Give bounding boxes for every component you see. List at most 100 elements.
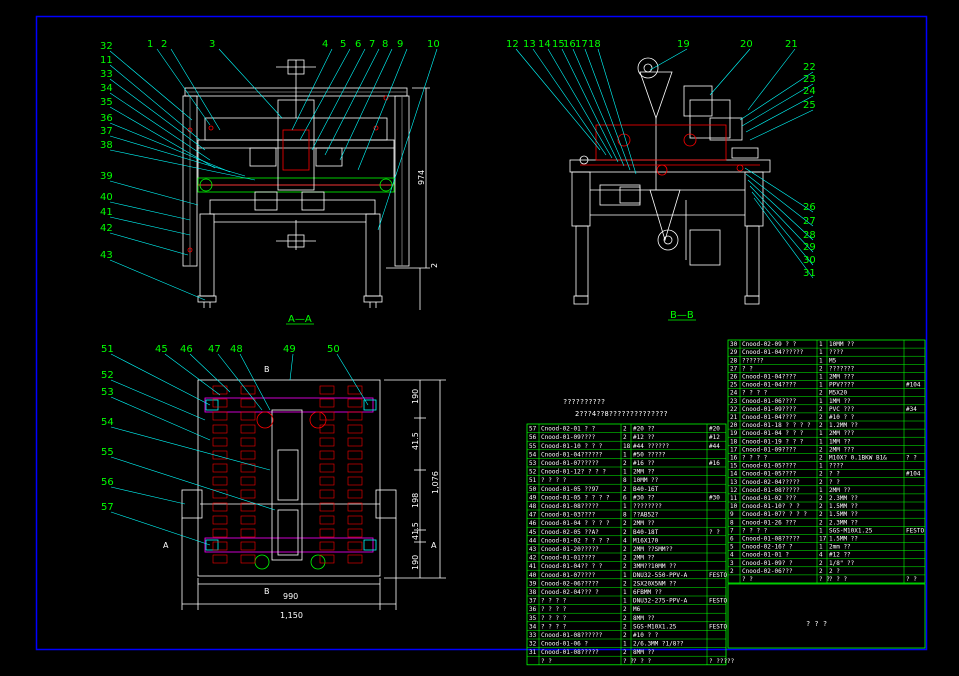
bom-cell: Cnood-01-04 ? ? ? ? — [541, 520, 610, 527]
bom-cell: 45 — [529, 529, 537, 536]
bom-cell: 1MM ?? — [829, 398, 851, 405]
leader-line — [753, 197, 814, 279]
bom-cell: Cnood-01-06 ? — [541, 641, 588, 648]
plan-tile — [212, 489, 228, 499]
part-label: 20 — [740, 39, 753, 50]
part-label: 6 — [355, 39, 361, 50]
leader-lines — [109, 48, 814, 546]
part-label: 24 — [803, 86, 816, 97]
bom-cell: Cnood-01-04???? — [742, 382, 797, 389]
view-aa — [182, 59, 430, 310]
plan-tile — [240, 515, 256, 525]
bom-cell: ? ? — [623, 658, 634, 665]
bom-cell: Cnood-01-08????? — [742, 487, 800, 494]
bom-cell: 2.3MM ?? — [829, 495, 858, 502]
bom-cell: 9 — [730, 511, 734, 518]
bom-cell: 2MM ?? — [633, 469, 655, 476]
leader-line — [109, 78, 206, 151]
plan-tile — [240, 437, 256, 447]
bom-cell: 1 — [819, 438, 823, 445]
part-label: 27 — [803, 216, 816, 227]
bom-cell: 43 — [529, 546, 537, 553]
dim-415b: 41.5 — [411, 522, 420, 540]
bom-cell: 2MM ??? — [829, 446, 855, 453]
bom-cell: 50 — [529, 486, 537, 493]
plan-tile — [319, 502, 335, 512]
plan-tile — [347, 437, 363, 447]
leader-line — [170, 48, 221, 131]
bom-cell: #44 — [709, 443, 720, 450]
bom-cell: Cnood-01-08????? — [742, 536, 800, 543]
bom-cell: 47 — [529, 512, 537, 519]
dim-190a: 190 — [411, 389, 420, 404]
bom-cell: ? ? ? ? — [742, 455, 768, 462]
part-label: 56 — [101, 477, 114, 488]
leader-line — [109, 135, 246, 177]
part-label: 53 — [101, 387, 114, 398]
leader-line — [110, 396, 211, 441]
leader-line — [532, 48, 607, 156]
bom-cell: 2 — [819, 471, 823, 478]
leader-line — [339, 48, 393, 161]
bom-cell: 12 — [730, 487, 738, 494]
part-label: 42 — [100, 223, 113, 234]
bom-cell: #50 ????? — [633, 451, 666, 458]
bom-cell: 2 — [623, 623, 627, 630]
bom-cell: 1 — [623, 572, 627, 579]
bom-cell: 2 ? — [829, 568, 840, 575]
bom-cell: 1.5MM ?? — [829, 503, 858, 510]
leader-line — [745, 173, 814, 227]
bom-cell: 15 — [730, 463, 738, 470]
bom-cell: M5 — [829, 357, 837, 364]
bom-cell: ? ? — [906, 576, 917, 583]
bom-cell: 24 — [730, 390, 738, 397]
bom-cell: #12 ?? — [829, 552, 851, 559]
bom-cell: #30 — [709, 494, 720, 501]
bom-cell: M5X20 — [829, 390, 847, 397]
bom-cell: 18 — [730, 438, 738, 445]
title-block — [727, 583, 926, 649]
bom-cell: Cnood-01-04?????? — [742, 349, 804, 356]
bom-cell: 20 — [730, 422, 738, 429]
part-label: 49 — [283, 344, 296, 355]
bom-cell: 37 — [529, 598, 537, 605]
bom-cell: DNU32-275-PPV-A — [633, 598, 688, 605]
bom-cell: Cnood-01-07????? — [541, 460, 599, 467]
bom-cell: 6 — [623, 494, 627, 501]
dim-198: 198 — [411, 493, 420, 508]
leader-line — [747, 48, 796, 111]
plan-tile — [319, 424, 335, 434]
plan-tile — [240, 398, 256, 408]
bom-cell: 1 — [819, 430, 823, 437]
bom-cell: 2 — [623, 529, 627, 536]
part-label: 54 — [101, 417, 114, 428]
bom-cell: Cnood-01-04???? — [742, 414, 797, 421]
leader-line — [336, 353, 369, 406]
bom-cell: 21 — [730, 414, 738, 421]
bom-cell: 54 — [529, 451, 537, 458]
note-line-1: ?????????? — [563, 398, 605, 406]
bom-cell: 2 — [623, 460, 627, 467]
leader-line — [561, 48, 619, 163]
leader-line — [741, 83, 814, 127]
bom-cell: Cnood-01-08????? — [541, 503, 599, 510]
bom-cell: ? ? ? ? — [541, 606, 567, 613]
bom-cell: 1 — [623, 641, 627, 648]
leader-line — [749, 185, 814, 253]
leader-line — [515, 48, 601, 151]
plan-tile — [319, 476, 335, 486]
title-block-text: ? ? ? — [806, 620, 827, 628]
bom-cell: 1 — [819, 463, 823, 470]
bom-cell: 25 — [730, 382, 738, 389]
bom-cell: 8MM ?? — [633, 615, 655, 622]
part-label: 47 — [208, 344, 221, 355]
plan-tile — [212, 411, 228, 421]
bom-cell: 2 — [819, 365, 823, 372]
plan-tile — [319, 411, 335, 421]
plan-tile — [319, 489, 335, 499]
plan-tile — [212, 450, 228, 460]
bom-cell: 38 — [529, 589, 537, 596]
bom-cell: 4 — [730, 552, 734, 559]
bom-cell: #20 ?? — [633, 426, 655, 433]
bom-cell: 33 — [529, 632, 537, 639]
